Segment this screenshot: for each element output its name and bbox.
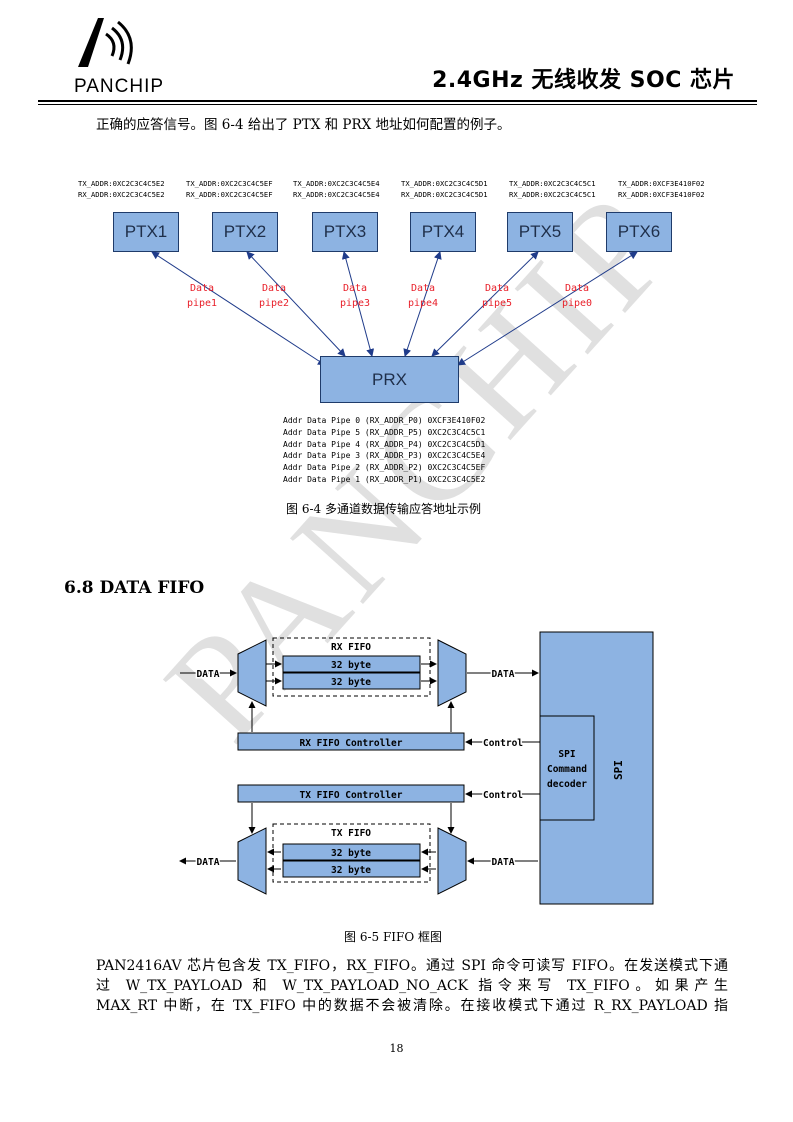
pipe2-arrow <box>246 251 346 357</box>
decoder-line-3: decoder <box>547 779 587 790</box>
rx-fifo-controller <box>237 732 465 751</box>
tx-controller-label: TX FIFO Controller <box>300 790 403 801</box>
rx-input-mux <box>237 639 267 707</box>
tx-input-mux <box>437 827 467 895</box>
pipe-address-row: Addr Data Pipe 3 (RX_ADDR_P3) 0XC2C3C4C5… <box>283 451 486 461</box>
tx-fifo-controller <box>237 784 465 803</box>
pipe-address-row: Addr Data Pipe 4 (RX_ADDR_P4) 0XC2C3C4C5… <box>283 439 486 449</box>
tx-fifo-label: TX FIFO <box>331 828 371 839</box>
tx-byte-label-2: 32 byte <box>331 865 371 876</box>
rx-byte-label-1: 32 byte <box>331 660 371 671</box>
spi-label: SPI <box>612 760 625 780</box>
logo-text: PANCHIP <box>74 76 164 97</box>
rx-byte-label-2: 32 byte <box>331 677 371 688</box>
figure-6-5-caption: 图 6-5 FIFO 框图 <box>344 930 442 944</box>
rx-data-in-label: DATA <box>197 669 220 680</box>
ptx5-box: PTX5 <box>507 212 573 252</box>
pipe-address-row: Addr Data Pipe 1 (RX_ADDR_P1) 0XC2C3C4C5… <box>283 474 486 484</box>
pipe-address-list: Addr Data Pipe 0 (RX_ADDR_P0) 0XCF3E410F… <box>283 415 485 486</box>
tx-byte-slot-1 <box>282 843 421 861</box>
rx-control-label: Control <box>483 738 523 749</box>
section-title: 6.8 DATA FIFO <box>64 578 205 598</box>
tx-byte-slot-2 <box>282 860 421 878</box>
intro-text: 正确的应答信号。图 6-4 给出了 PTX 和 PRX 地址如何配置的例子。 <box>96 117 511 133</box>
decoder-line-1: SPI <box>558 749 575 760</box>
rx-fifo-label: RX FIFO <box>331 642 371 653</box>
tx-output-mux <box>237 827 267 895</box>
pipe3-arrow <box>341 251 375 357</box>
ptx6-box: PTX6 <box>606 212 672 252</box>
pipe0-arrow <box>457 251 638 366</box>
ptx2-box: PTX2 <box>212 212 278 252</box>
spi-command-decoder <box>539 715 595 821</box>
header-title: 2.4GHz 无线收发 SOC 芯片 <box>432 68 735 93</box>
ptx3-box: PTX3 <box>312 212 378 252</box>
rx-byte-slot-1 <box>282 655 421 673</box>
pipe-address-row: Addr Data Pipe 5 (RX_ADDR_P5) 0XC2C3C4C5… <box>283 427 486 437</box>
rx-controller-label: RX FIFO Controller <box>300 738 403 749</box>
paragraph-line-3: MAX_RT 中断，在 TX_FIFO 中的数据不会被清除。在接收模式下通过 R… <box>96 998 728 1014</box>
rx-output-mux <box>437 639 467 707</box>
pipe-arrows <box>151 251 638 366</box>
header-rule-thin <box>38 104 757 105</box>
prx-box: PRX <box>320 356 459 403</box>
pipe-address-row: Addr Data Pipe 2 (RX_ADDR_P2) 0XC2C3C4C5… <box>283 463 486 473</box>
figure-6-5: SPI SPI Command decoder RX FIFO 32 byte … <box>179 631 654 905</box>
ptx1-box: PTX1 <box>113 212 179 252</box>
tx-byte-label-1: 32 byte <box>331 848 371 859</box>
tx-data-out-label: DATA <box>197 857 220 868</box>
tx-control-label: Control <box>483 790 523 801</box>
pipe-address-row: Addr Data Pipe 0 (RX_ADDR_P0) 0XCF3E410F… <box>283 416 486 425</box>
figure-6-4-caption: 图 6-4 多通道数据传输应答地址示例 <box>286 502 481 516</box>
ptx4-box: PTX4 <box>410 212 476 252</box>
tx-data-in-label: DATA <box>492 857 515 868</box>
header-rule <box>38 100 757 102</box>
rx-data-out-label: DATA <box>492 669 515 680</box>
rx-byte-slot-2 <box>282 672 421 690</box>
fifo-paragraph: PAN2416AV 芯片包含发 TX_FIFO，RX_FIFO。通过 SPI 命… <box>96 956 728 1016</box>
decoder-line-2: Command <box>547 764 587 775</box>
page-number: 18 <box>389 1042 404 1055</box>
panchip-logo: PANCHIP <box>74 18 164 97</box>
paragraph-line-1: PAN2416AV 芯片包含发 TX_FIFO，RX_FIFO。通过 SPI 命… <box>96 958 728 974</box>
paragraph-line-2: 过 W_TX_PAYLOAD 和 W_TX_PAYLOAD_NO_ACK 指令来… <box>96 978 728 994</box>
